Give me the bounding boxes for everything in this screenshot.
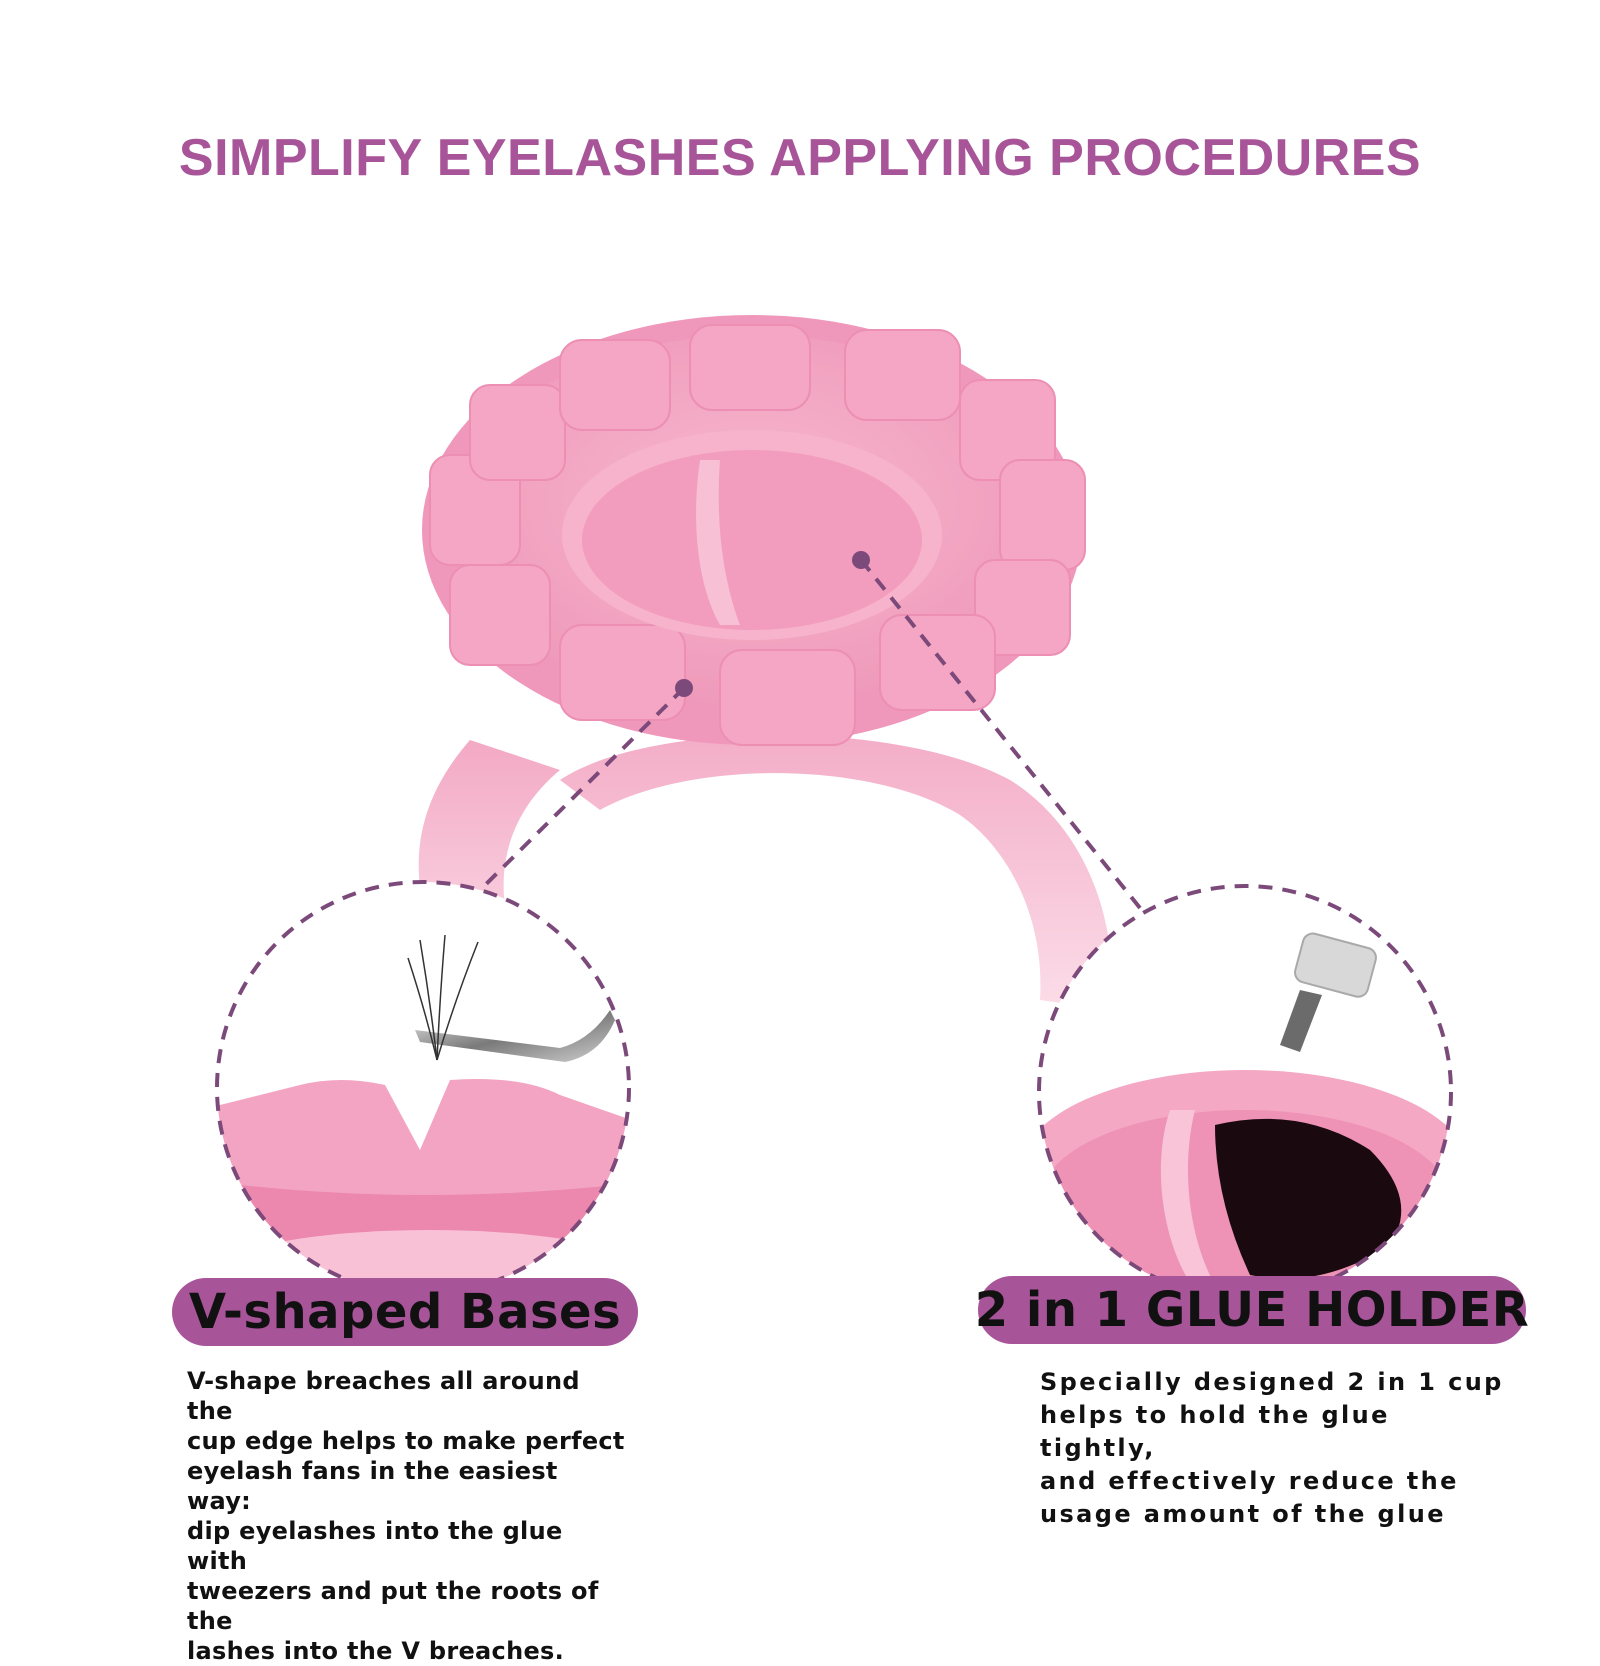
description-line: dip eyelashes into the glue with xyxy=(187,1517,563,1575)
description-line: usage amount of the glue xyxy=(1040,1500,1446,1528)
description-line: cup edge helps to make perfect xyxy=(187,1427,625,1455)
description-line: helps to hold the glue tightly, xyxy=(1040,1401,1390,1462)
glue-holder-detail xyxy=(1037,884,1453,1300)
description-line: V-shape breaches all around the xyxy=(187,1367,580,1425)
feature-description-glue-holder: Specially designed 2 in 1 cup helps to h… xyxy=(1040,1366,1510,1531)
description-line: eyelash fans in the easiest way: xyxy=(187,1457,558,1515)
v-base-detail xyxy=(215,880,631,1296)
feature-title-glue-holder: 2 in 1 GLUE HOLDER xyxy=(975,1276,1529,1344)
feature-title-v-shaped-bases: V-shaped Bases xyxy=(172,1278,638,1346)
description-line: tweezers and put the roots of the xyxy=(187,1577,599,1635)
product-illustration xyxy=(215,315,1453,1300)
glue-cup xyxy=(422,315,1086,746)
leader-lines xyxy=(468,558,1142,910)
description-line: Specially designed 2 in 1 cup xyxy=(1040,1368,1504,1396)
page-headline: SIMPLIFY EYELASHES APPLYING PROCEDURES xyxy=(178,129,1422,187)
feature-description-v-shaped-bases: V-shape breaches all around the cup edge… xyxy=(187,1366,627,1666)
description-line: lashes into the V breaches. xyxy=(187,1637,565,1665)
description-line: and effectively reduce the xyxy=(1040,1467,1459,1495)
